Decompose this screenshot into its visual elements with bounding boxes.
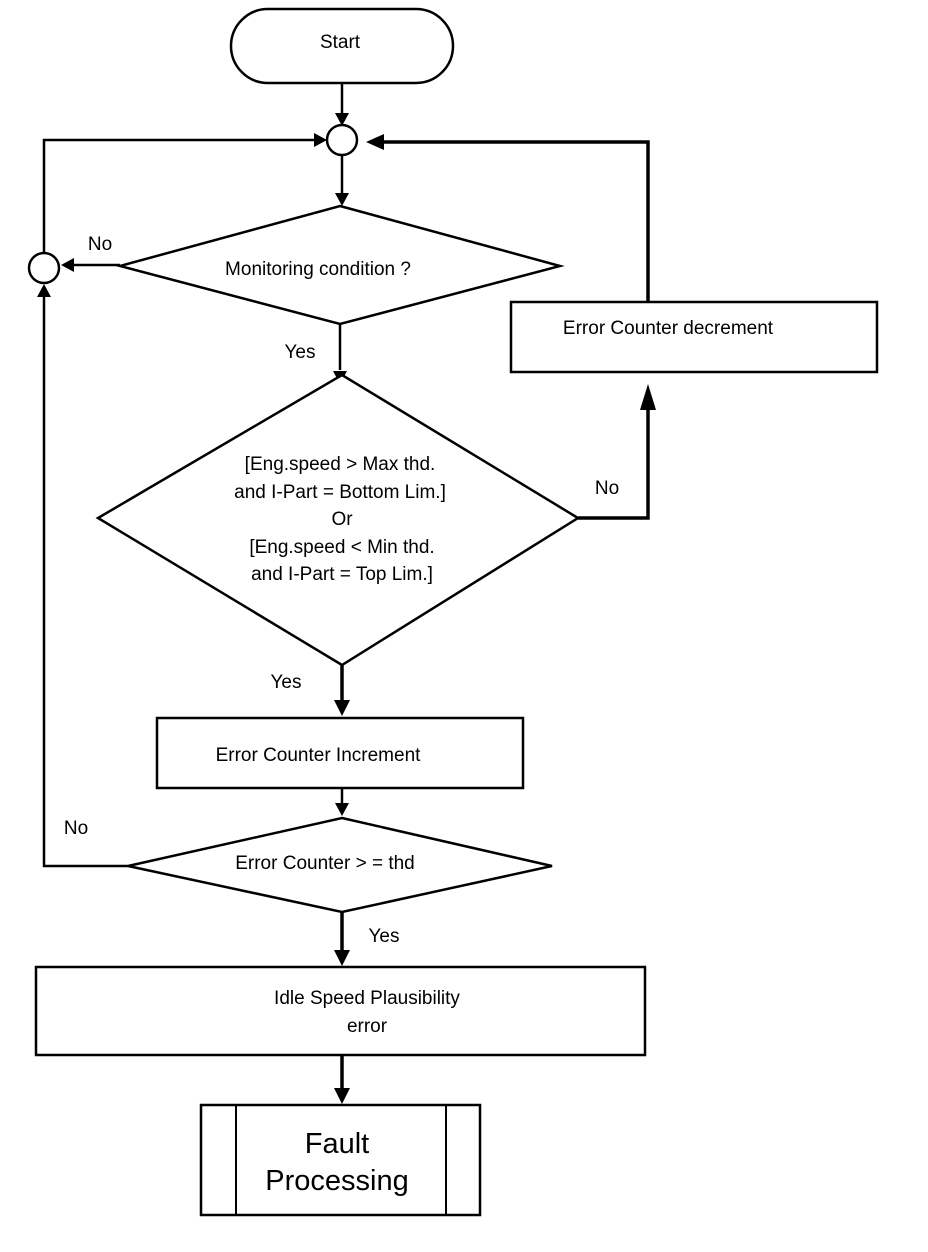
arrow-error-to-fault <box>334 1055 350 1104</box>
arrow-condition-no <box>578 384 656 520</box>
threshold-decision: Error Counter > = thd <box>127 816 553 914</box>
decrement-label: Error Counter decrement <box>563 318 774 339</box>
start-label: Start <box>320 32 361 53</box>
arrow-decrement-to-connector <box>366 134 650 302</box>
monitoring-decision: Monitoring condition ? <box>115 204 565 326</box>
monitoring-no-label: No <box>88 234 112 255</box>
top-junction-connector <box>325 123 359 157</box>
left-junction-connector <box>27 251 61 285</box>
increment-label: Error Counter Increment <box>216 745 422 766</box>
condition-line-3: Or <box>331 509 353 530</box>
condition-line-1: [Eng.speed > Max thd. <box>245 454 436 475</box>
arrow-threshold-yes <box>334 912 350 966</box>
condition-line-4: [Eng.speed < Min thd. <box>249 537 434 558</box>
condition-no-label: No <box>595 478 619 499</box>
threshold-label: Error Counter > = thd <box>235 853 415 874</box>
monitoring-yes-label: Yes <box>285 342 316 363</box>
increment-box: Error Counter Increment <box>155 716 525 790</box>
error-line-2: error <box>347 1016 388 1037</box>
arrow-monitoring-no <box>61 258 120 272</box>
error-line-1: Idle Speed Plausibility <box>274 988 460 1009</box>
fault-line-1: Fault <box>305 1128 369 1160</box>
condition-line-5: and I-Part = Top Lim.] <box>251 564 433 585</box>
fault-processing-box: Fault Processing <box>199 1103 482 1217</box>
loop-left-to-top <box>42 133 327 253</box>
plausibility-error-box: Idle Speed Plausibility error <box>34 965 647 1057</box>
threshold-no-label: No <box>64 818 88 839</box>
start-node: Start <box>229 7 455 85</box>
arrow-increment-to-threshold <box>335 788 349 816</box>
loop-threshold-no <box>37 284 128 868</box>
arrow-start-to-connector <box>335 83 349 126</box>
speed-condition-decision: [Eng.speed > Max thd. and I-Part = Botto… <box>95 373 581 667</box>
monitoring-label: Monitoring condition ? <box>225 259 411 280</box>
arrow-connector-to-monitoring <box>335 155 349 206</box>
arrow-condition-yes <box>334 665 350 716</box>
condition-yes-label: Yes <box>271 672 302 693</box>
decrement-box: Error Counter decrement <box>509 300 879 374</box>
threshold-yes-label: Yes <box>369 926 400 947</box>
fault-line-2: Processing <box>265 1165 408 1197</box>
condition-line-2: and I-Part = Bottom Lim.] <box>234 482 446 503</box>
